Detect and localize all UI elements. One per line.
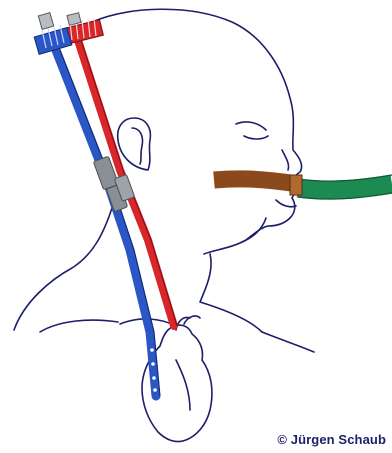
ventilator-hose xyxy=(298,184,392,190)
venous-port-3 xyxy=(152,376,156,380)
nose-outline xyxy=(282,150,289,170)
eyelid-outline xyxy=(244,136,268,139)
venous-port-1 xyxy=(150,348,154,352)
venous-hub xyxy=(34,28,72,55)
venous-catheter xyxy=(34,13,160,396)
copyright-label: © Jürgen Schaub xyxy=(277,432,386,447)
venous-port-4 xyxy=(153,388,157,392)
venous-cap xyxy=(38,13,53,30)
venous-port-2 xyxy=(151,362,155,366)
tube-connector xyxy=(290,175,302,195)
ear-inner xyxy=(132,128,143,164)
shoulder-left xyxy=(40,320,118,332)
arterial-catheter xyxy=(63,13,177,326)
eye-outline xyxy=(236,122,266,130)
shoulder-right xyxy=(262,332,314,352)
heart-septum xyxy=(176,360,190,410)
neck-front xyxy=(200,254,262,332)
neck-back xyxy=(14,208,112,330)
endotracheal-tube xyxy=(214,179,298,184)
chin-outline xyxy=(242,218,266,242)
arterial-cap xyxy=(67,13,81,26)
ear-outline xyxy=(118,118,151,170)
